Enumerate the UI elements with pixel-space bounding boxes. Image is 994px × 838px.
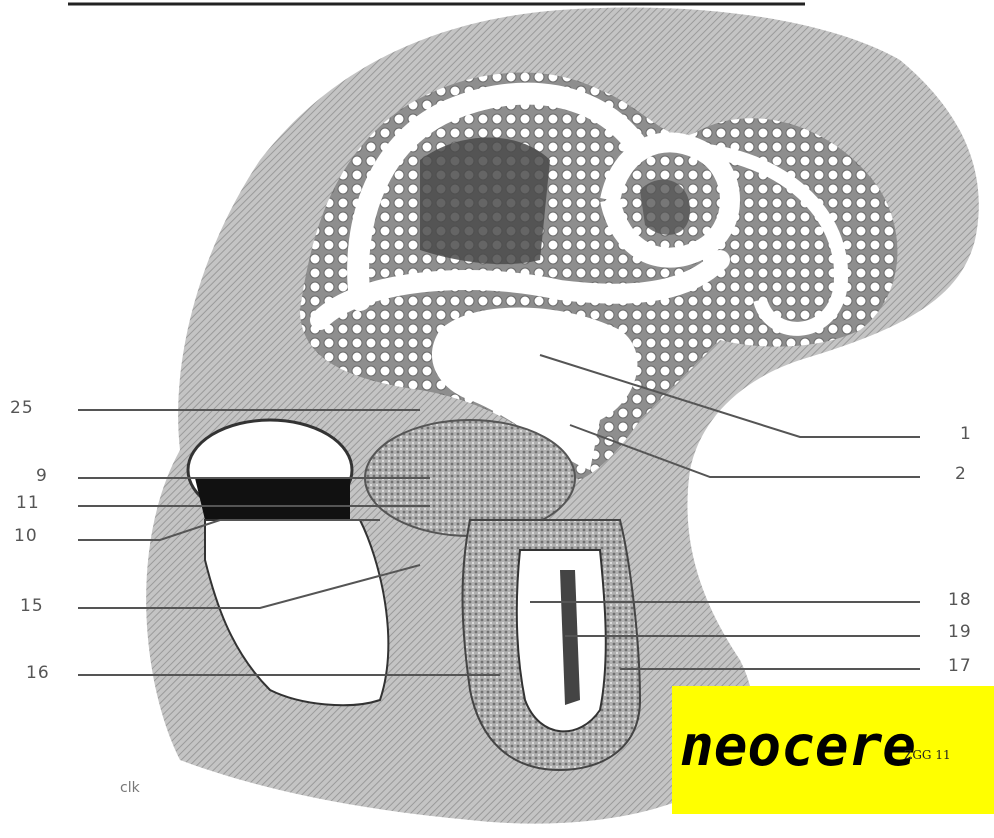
label-2: 2 xyxy=(955,464,967,484)
credit-mark: clk xyxy=(120,780,140,796)
inner-hollow-left xyxy=(420,138,550,265)
label-17: 17 xyxy=(948,656,972,676)
label-1: 1 xyxy=(960,424,972,444)
highlight-banner: neocere ZGG 11 xyxy=(672,686,994,814)
label-10: 10 xyxy=(14,526,38,546)
label-9: 9 xyxy=(36,466,48,486)
dark-membrane xyxy=(195,478,350,520)
label-16: 16 xyxy=(26,663,50,683)
label-11: 11 xyxy=(16,493,40,513)
label-19: 19 xyxy=(948,622,972,642)
banner-note: ZGG 11 xyxy=(904,748,951,762)
label-18: 18 xyxy=(948,590,972,610)
banner-word: neocere xyxy=(680,714,916,779)
label-15: 15 xyxy=(20,596,44,616)
label-25: 25 xyxy=(10,398,34,418)
